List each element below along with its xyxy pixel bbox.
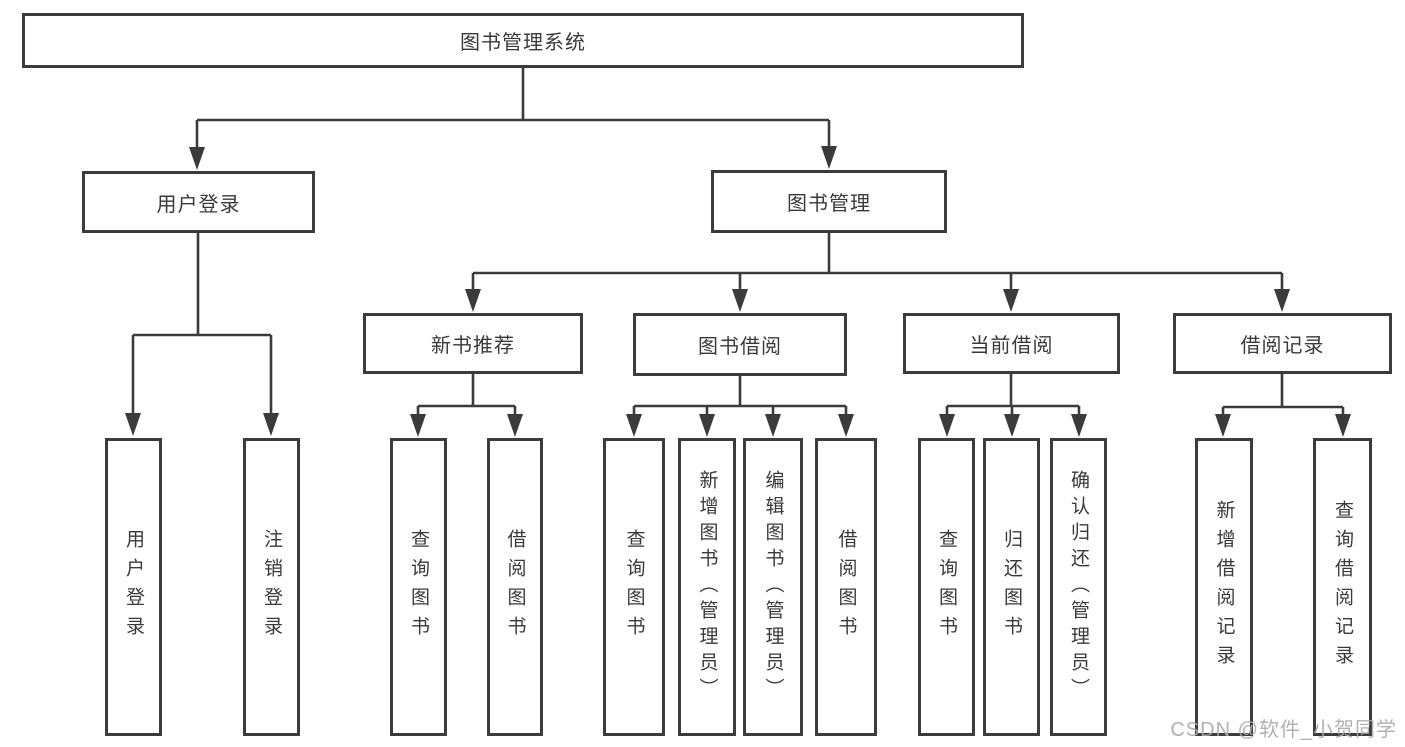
connector-new-book-rec-group — [416, 374, 517, 419]
connector-root — [195, 68, 831, 152]
arrow-leaf-user-login — [125, 413, 141, 436]
node-book-borrow-label: 图书借阅 — [698, 336, 782, 358]
leaf-return-book: 归还图书 — [983, 438, 1040, 736]
leaf-user-login: 用户登录 — [105, 438, 162, 736]
node-borrow-record: 借阅记录 — [1173, 313, 1392, 374]
node-book-mgmt-label: 图书管理 — [787, 193, 871, 215]
arrow-current-borrow — [1003, 289, 1019, 312]
arrow-book-mgmt — [821, 146, 837, 169]
arrow-user-login — [189, 147, 205, 170]
arrow-new-book-rec — [465, 289, 481, 312]
arrow-book-borrow — [732, 289, 748, 312]
node-root-label: 图书管理系统 — [460, 32, 586, 54]
node-book-borrow: 图书借阅 — [633, 313, 847, 376]
leaf-edit-book: 编辑图书（管理员） — [743, 438, 803, 736]
leaf-query-book-2-label: 查询图书 — [623, 529, 645, 645]
leaf-borrow-book-1-label: 借阅图书 — [504, 529, 526, 645]
leaf-logout-label: 注销登录 — [261, 529, 282, 645]
connector-book-mgmt-group — [471, 233, 1284, 294]
leaf-add-book-label: 新增图书（管理员） — [696, 470, 718, 704]
node-new-book-rec: 新书推荐 — [363, 313, 583, 374]
arrow-leaf-borrow-book-1 — [507, 414, 523, 437]
node-current-borrow-label: 当前借阅 — [969, 335, 1054, 357]
leaf-query-record-label: 查询借阅记录 — [1332, 500, 1353, 674]
leaf-query-book-1-label: 查询图书 — [408, 529, 429, 645]
leaf-confirm-return-label: 确认归还（管理员） — [1068, 470, 1089, 704]
leaf-add-book: 新增图书（管理员） — [678, 438, 736, 736]
leaf-query-book-3: 查询图书 — [918, 438, 975, 736]
arrow-leaf-borrow-book-2 — [838, 414, 854, 437]
arrow-borrow-record — [1274, 289, 1290, 312]
arrow-leaf-add-book — [699, 414, 715, 437]
leaf-user-login-label: 用户登录 — [123, 529, 144, 645]
node-book-mgmt: 图书管理 — [711, 170, 947, 233]
arrow-leaf-query-book-2 — [626, 414, 642, 437]
leaf-return-book-label: 归还图书 — [1001, 529, 1022, 645]
arrow-leaf-query-book-1 — [410, 414, 426, 437]
leaf-query-book-3-label: 查询图书 — [936, 529, 957, 645]
arrow-leaf-edit-book — [765, 414, 781, 437]
arrow-leaf-return-book — [1004, 414, 1020, 437]
node-user-login-label: 用户登录 — [156, 193, 241, 216]
arrow-leaf-confirm-return — [1071, 414, 1087, 437]
leaf-borrow-book-2-label: 借阅图书 — [835, 529, 857, 645]
leaf-borrow-book-1: 借阅图书 — [487, 438, 543, 736]
csdn-watermark: CSDN @软件_小贺同学 — [1170, 719, 1397, 741]
node-user-login: 用户登录 — [82, 171, 315, 233]
node-root: 图书管理系统 — [22, 13, 1024, 68]
arrow-leaf-query-book-3 — [939, 414, 955, 437]
leaf-edit-book-label: 编辑图书（管理员） — [762, 470, 784, 704]
leaf-confirm-return: 确认归还（管理员） — [1050, 438, 1107, 736]
arrow-leaf-logout — [263, 413, 279, 436]
leaf-query-book-1: 查询图书 — [390, 438, 447, 736]
leaf-logout: 注销登录 — [243, 438, 300, 736]
leaf-borrow-book-2: 借阅图书 — [815, 438, 877, 736]
arrow-leaf-query-record — [1335, 414, 1351, 437]
leaf-add-record-label: 新增借阅记录 — [1213, 500, 1235, 674]
connector-current-borrow-group — [945, 374, 1081, 419]
connector-borrow-record-group — [1221, 374, 1345, 419]
node-current-borrow: 当前借阅 — [903, 313, 1120, 374]
leaf-add-record: 新增借阅记录 — [1195, 438, 1253, 736]
connector-book-borrow-group — [632, 376, 848, 419]
leaf-query-record: 查询借阅记录 — [1313, 438, 1372, 736]
connector-user-login-group — [131, 233, 273, 417]
leaf-query-book-2: 查询图书 — [603, 438, 665, 736]
arrow-leaf-add-record — [1215, 414, 1231, 437]
node-new-book-rec-label: 新书推荐 — [431, 335, 515, 357]
node-borrow-record-label: 借阅记录 — [1240, 335, 1325, 357]
